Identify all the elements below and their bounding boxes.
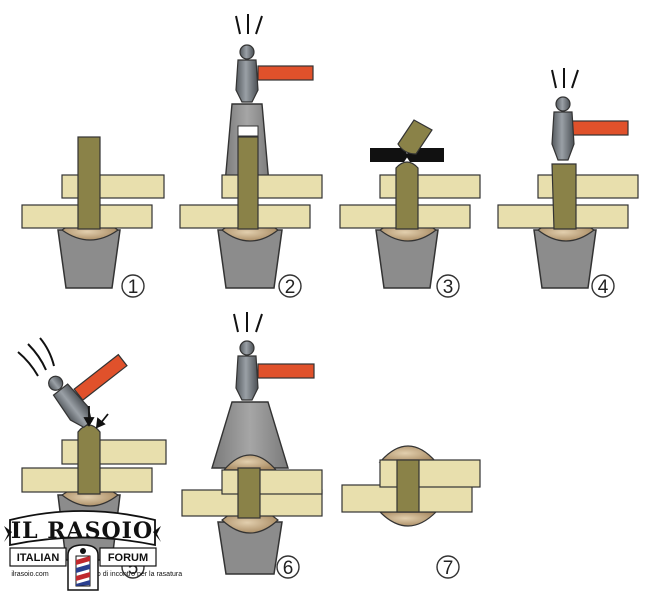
hammer-head <box>551 111 575 161</box>
logo-left-plate <box>9 547 67 567</box>
svg-text:FORUM: FORUM <box>108 552 148 564</box>
step-7: 7 <box>341 445 481 579</box>
svg-text:ITALIAN: ITALIAN <box>17 552 60 564</box>
wood-plate-upper <box>379 174 481 199</box>
step-6: 6 <box>181 312 323 579</box>
hammer-handle <box>73 353 128 401</box>
rivet-shank <box>396 459 420 513</box>
rivet-shank <box>395 161 419 230</box>
wood-plate-upper <box>379 459 481 488</box>
barber-pole-icon <box>67 544 99 591</box>
step-4: 4 <box>497 68 639 298</box>
step-number-badge: 4 <box>591 274 615 298</box>
hammer <box>235 44 314 103</box>
impact-arrows <box>83 406 109 429</box>
logo-ornament <box>4 526 12 542</box>
svg-text:5: 5 <box>128 558 139 579</box>
wood-plate-upper <box>221 469 323 495</box>
rivet-shank <box>237 136 259 230</box>
wood-plate-upper <box>61 174 165 199</box>
svg-text:Il punto di incontro per la ra: Il punto di incontro per la rasatura <box>78 571 182 578</box>
rivet-set-tool <box>211 401 289 469</box>
cutter-blade <box>370 148 408 162</box>
hammer-head <box>235 59 259 103</box>
hammer <box>48 353 128 429</box>
logo-ornament <box>153 526 161 542</box>
svg-text:ilrasoio.com: ilrasoio.com <box>11 571 49 578</box>
rivet-head-bottom <box>378 511 438 527</box>
step-1: 1 <box>21 136 165 298</box>
svg-text:7: 7 <box>443 558 454 579</box>
impact-lines <box>235 14 263 35</box>
hammer <box>551 96 629 161</box>
rivet-shank <box>237 467 261 519</box>
impact-lines <box>233 312 263 333</box>
cut-rivet-piece <box>397 119 433 155</box>
step-number-badge: 7 <box>436 555 460 579</box>
svg-text:6: 6 <box>283 558 294 579</box>
svg-text:2: 2 <box>285 277 296 298</box>
step-number-badge: 2 <box>278 274 302 298</box>
logo-right-plate <box>99 547 157 567</box>
hammer-handle <box>257 363 315 379</box>
logo-banner <box>9 510 156 547</box>
rivet-shank <box>77 136 101 230</box>
rivet-set-hole <box>237 125 259 137</box>
il-rasoio-logo: IL RASOIO ITALIAN FORUM ilrasoio.com Il … <box>4 510 182 591</box>
hammer-head <box>235 355 259 401</box>
rivet-shank <box>77 424 101 495</box>
svg-text:4: 4 <box>598 277 609 298</box>
step-number-badge: 6 <box>276 555 300 579</box>
step-number-badge: 3 <box>436 274 460 298</box>
impact-lines <box>551 68 579 89</box>
hammer <box>235 340 315 401</box>
hammer-handle <box>257 65 314 81</box>
impact-lines <box>17 337 55 377</box>
step-number-badge: 1 <box>121 274 145 298</box>
svg-text:1: 1 <box>128 277 139 298</box>
wood-plate-upper <box>221 174 323 199</box>
hammer-handle <box>571 120 629 136</box>
svg-text:IL RASOIO: IL RASOIO <box>11 518 153 544</box>
rivet-shank <box>551 163 577 230</box>
svg-text:3: 3 <box>443 277 454 298</box>
step-3: 3 <box>339 119 481 298</box>
step-2: 2 <box>179 14 323 298</box>
